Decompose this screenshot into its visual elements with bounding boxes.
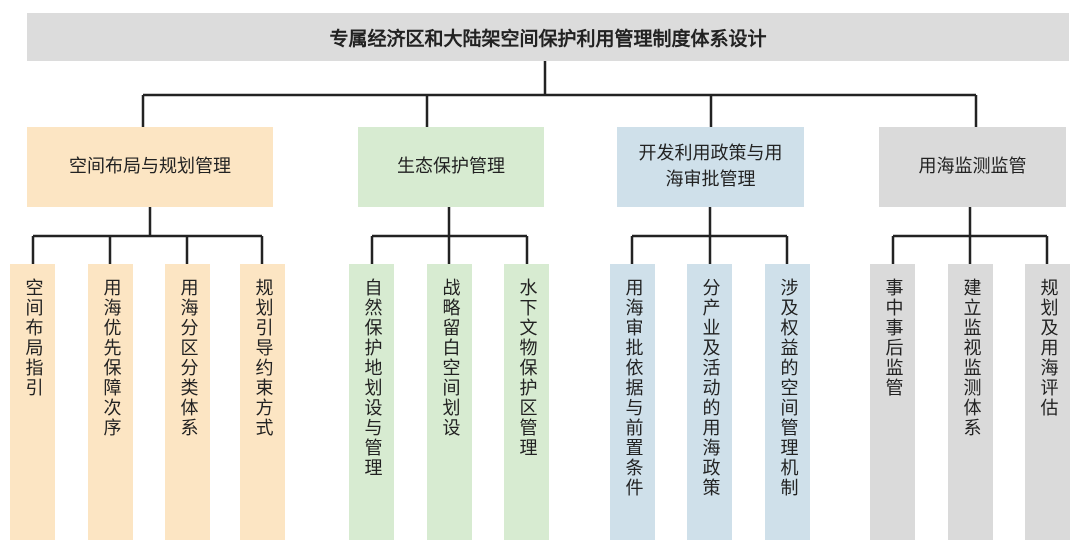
category-development-approval: 开发利用政策与用海审批管理 <box>617 127 804 207</box>
leaf-strategic-reserve: 战略留白空间划设 <box>427 264 472 540</box>
leaf-label: 建立监视监测体系 <box>960 278 982 438</box>
category-label: 生态保护管理 <box>397 156 505 177</box>
leaf-label: 事中事后监管 <box>882 278 904 398</box>
category-label: 用海监测监管 <box>918 156 1027 177</box>
leaf-label: 空间布局指引 <box>22 278 44 398</box>
leaf-protected-areas: 自然保护地划设与管理 <box>349 264 394 540</box>
leaf-label: 用海分区分类体系 <box>177 278 199 438</box>
leaf-rights-mechanism: 涉及权益的空间管理机制 <box>765 264 810 540</box>
leaf-post-supervision: 事中事后监管 <box>870 264 915 540</box>
leaf-spatial-layout-guide: 空间布局指引 <box>10 264 55 540</box>
leaf-underwater-relics: 水下文物保护区管理 <box>504 264 549 540</box>
category-label: 空间布局与规划管理 <box>69 156 231 177</box>
leaf-label: 涉及权益的空间管理机制 <box>777 278 799 498</box>
leaf-zoning-system: 用海分区分类体系 <box>165 264 210 540</box>
leaf-approval-basis: 用海审批依据与前置条件 <box>610 264 655 540</box>
leaf-monitoring-system: 建立监视监测体系 <box>948 264 993 540</box>
leaf-label: 分产业及活动的用海政策 <box>699 278 721 498</box>
category-label: 开发利用政策与用海审批管理 <box>638 143 783 190</box>
leaf-industry-policy: 分产业及活动的用海政策 <box>687 264 732 540</box>
leaf-priority-order: 用海优先保障次序 <box>88 264 133 540</box>
category-ecological-protection: 生态保护管理 <box>358 127 544 207</box>
leaf-label: 水下文物保护区管理 <box>516 278 538 458</box>
leaf-label: 用海审批依据与前置条件 <box>622 278 644 498</box>
leaf-evaluation: 规划及用海评估 <box>1025 264 1070 540</box>
leaf-label: 自然保护地划设与管理 <box>361 278 383 478</box>
leaf-planning-constraints: 规划引导约束方式 <box>240 264 285 540</box>
root-title: 专属经济区和大陆架空间保护利用管理制度体系设计 <box>27 13 1069 61</box>
leaf-label: 规划引导约束方式 <box>252 278 274 438</box>
leaf-label: 用海优先保障次序 <box>100 278 122 438</box>
category-monitoring-supervision: 用海监测监管 <box>879 127 1066 207</box>
category-spatial-planning: 空间布局与规划管理 <box>27 127 273 207</box>
leaf-label: 规划及用海评估 <box>1037 278 1059 418</box>
leaf-label: 战略留白空间划设 <box>439 278 461 438</box>
